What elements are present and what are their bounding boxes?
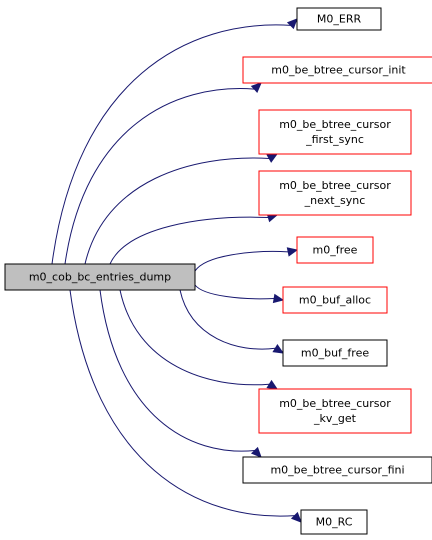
node-m0-rc-box <box>300 509 368 535</box>
arrowhead-to-m0-be-btree-cursor-fini <box>250 446 262 458</box>
node-m0-free-box <box>296 236 374 264</box>
node-m0-err-label-line-1: M0_ERR <box>317 13 362 26</box>
node-m0-be-btree-cursor-next-sync-label-line-1: m0_be_btree_cursor <box>279 179 391 192</box>
edge-to-m0-be-btree-cursor-kv-get <box>119 289 270 386</box>
arrowhead-to-m0-rc <box>290 511 302 523</box>
node-m0-free[interactable]: m0_free <box>296 236 374 264</box>
arrowhead-to-m0-err <box>286 18 298 30</box>
edge-to-m0-be-btree-cursor-first-sync <box>84 157 270 265</box>
arrowhead-to-m0-free <box>286 247 299 257</box>
node-m0-buf-alloc[interactable]: m0_buf_alloc <box>282 286 388 314</box>
edge-to-m0-rc <box>69 289 295 517</box>
node-m0-free-label-line-1: m0_free <box>313 244 358 257</box>
edge-to-m0-free <box>194 250 289 272</box>
node-m0-be-btree-cursor-kv-get-box <box>258 388 412 434</box>
node-m0-be-btree-cursor-first-sync-label-line-1: m0_be_btree_cursor <box>279 118 391 131</box>
edge-to-m0-be-btree-cursor-next-sync <box>109 216 269 265</box>
node-m0-buf-free-label-line-1: m0_buf_free <box>301 347 369 360</box>
edge-to-m0-buf-free <box>179 289 276 350</box>
node-m0-be-btree-cursor-kv-get[interactable]: m0_be_btree_cursor _kv_get <box>258 388 412 434</box>
arrowhead-to-m0-be-btree-cursor-init <box>250 82 262 93</box>
node-m0-be-btree-cursor-fini-box <box>242 456 432 484</box>
node-m0-rc-label-line-1: M0_RC <box>316 516 353 529</box>
edge-to-m0-buf-alloc <box>194 284 275 300</box>
node-m0-rc[interactable]: M0_RC <box>300 509 368 535</box>
arrowhead-to-m0-be-btree-cursor-kv-get <box>266 379 279 390</box>
node-m0-be-btree-cursor-init-label-line-1: m0_be_btree_cursor_init <box>271 64 406 77</box>
node-m0-be-btree-cursor-first-sync-box <box>258 109 412 155</box>
edge-to-m0-be-btree-cursor-init <box>64 88 255 265</box>
node-m0-buf-free-box <box>282 339 388 367</box>
arrowhead-to-m0-be-btree-cursor-first-sync <box>266 153 279 163</box>
call-nodes: m0_cob_bc_entries_dump M0_ERR m0_be_btree_… <box>4 7 432 535</box>
node-m0-be-btree-cursor-kv-get-label-line-1: m0_be_btree_cursor <box>279 397 391 410</box>
node-m0-cob-bc-entries-dump[interactable]: m0_cob_bc_entries_dump <box>4 263 196 291</box>
node-m0-be-btree-cursor-kv-get-label-line-2: _kv_get <box>313 412 357 425</box>
node-m0-be-btree-cursor-fini[interactable]: m0_be_btree_cursor_fini <box>242 456 432 484</box>
edge-to-m0-be-btree-cursor-fini <box>99 289 255 452</box>
node-m0-be-btree-cursor-next-sync-box <box>258 170 412 216</box>
node-m0-be-btree-cursor-init-box <box>242 56 432 84</box>
edge-to-m0-err <box>51 24 291 265</box>
node-m0-err[interactable]: M0_ERR <box>296 7 382 31</box>
call-edges <box>51 18 302 523</box>
arrowhead-to-m0-buf-free <box>272 343 285 354</box>
node-m0-err-box <box>296 7 382 31</box>
node-m0-buf-free[interactable]: m0_buf_free <box>282 339 388 367</box>
node-m0-buf-alloc-box <box>282 286 388 314</box>
node-m0-cob-bc-entries-dump-box <box>4 263 196 291</box>
node-m0-cob-bc-entries-dump-label-line-1: m0_cob_bc_entries_dump <box>29 271 171 284</box>
node-m0-be-btree-cursor-first-sync-label-line-2: _first_sync <box>305 133 364 146</box>
node-m0-be-btree-cursor-first-sync[interactable]: m0_be_btree_cursor _first_sync <box>258 109 412 155</box>
node-m0-be-btree-cursor-init[interactable]: m0_be_btree_cursor_init <box>242 56 432 84</box>
node-m0-be-btree-cursor-next-sync-label-line-2: _next_sync <box>304 194 366 207</box>
node-m0-be-btree-cursor-next-sync[interactable]: m0_be_btree_cursor _next_sync <box>258 170 412 216</box>
node-m0-buf-alloc-label-line-1: m0_buf_alloc <box>299 294 371 307</box>
arrowhead-to-m0-buf-alloc <box>272 293 285 304</box>
node-m0-be-btree-cursor-fini-label-line-1: m0_be_btree_cursor_fini <box>270 464 404 477</box>
